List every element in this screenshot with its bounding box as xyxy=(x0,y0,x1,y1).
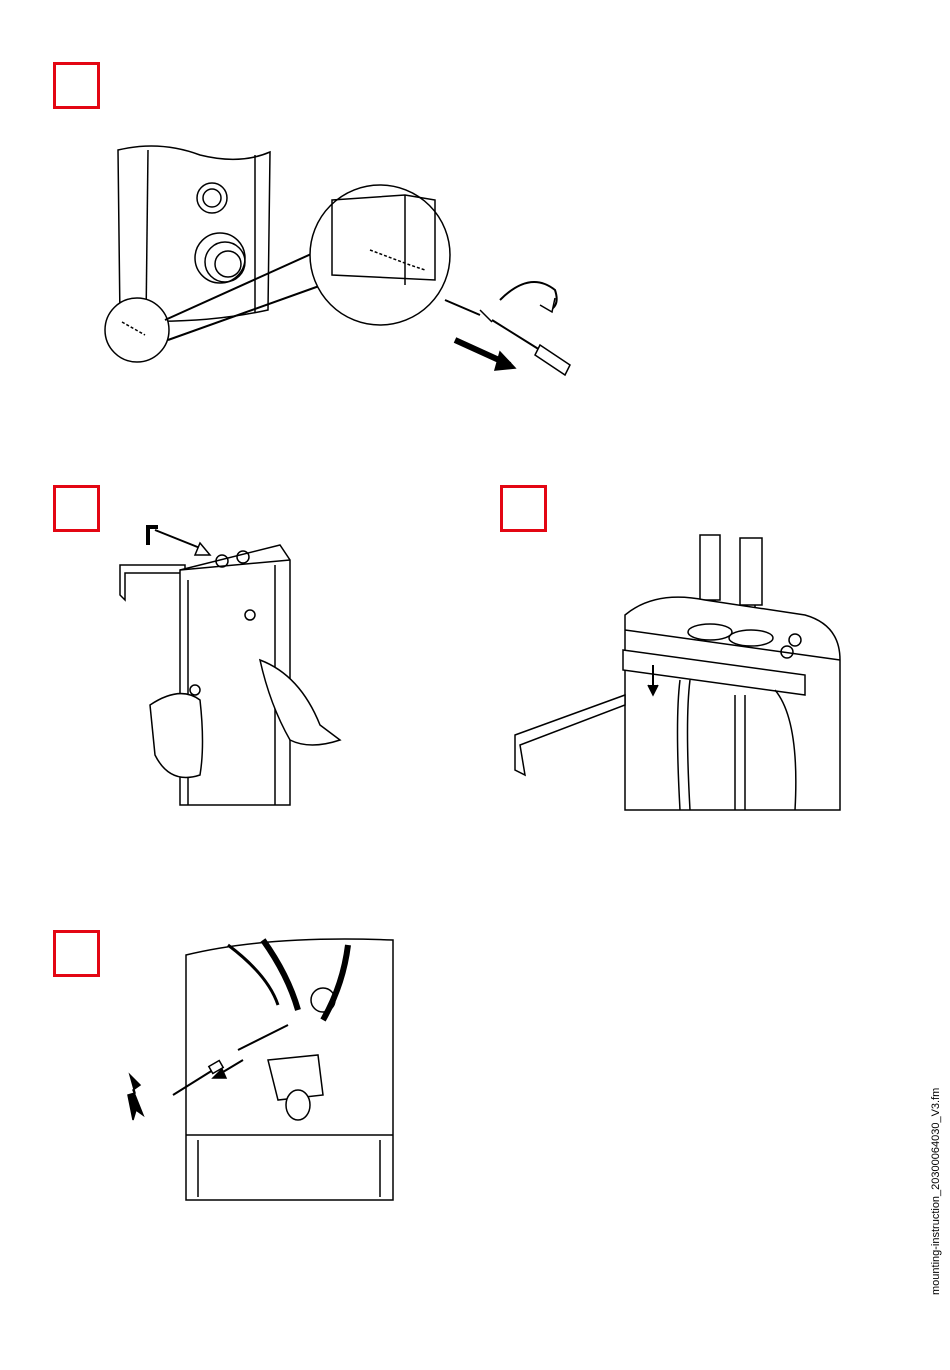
step-4-box xyxy=(53,930,100,977)
step-1-box xyxy=(53,62,100,109)
figure-hook-column xyxy=(505,520,850,820)
figure-disconnect-plug xyxy=(118,935,398,1210)
figure-remove-screw xyxy=(100,140,600,400)
figure-lift-column xyxy=(110,525,360,815)
step-2-box xyxy=(53,485,100,532)
footer-filename: mounting-instruction_20300064030_V3.fm xyxy=(930,1088,942,1295)
